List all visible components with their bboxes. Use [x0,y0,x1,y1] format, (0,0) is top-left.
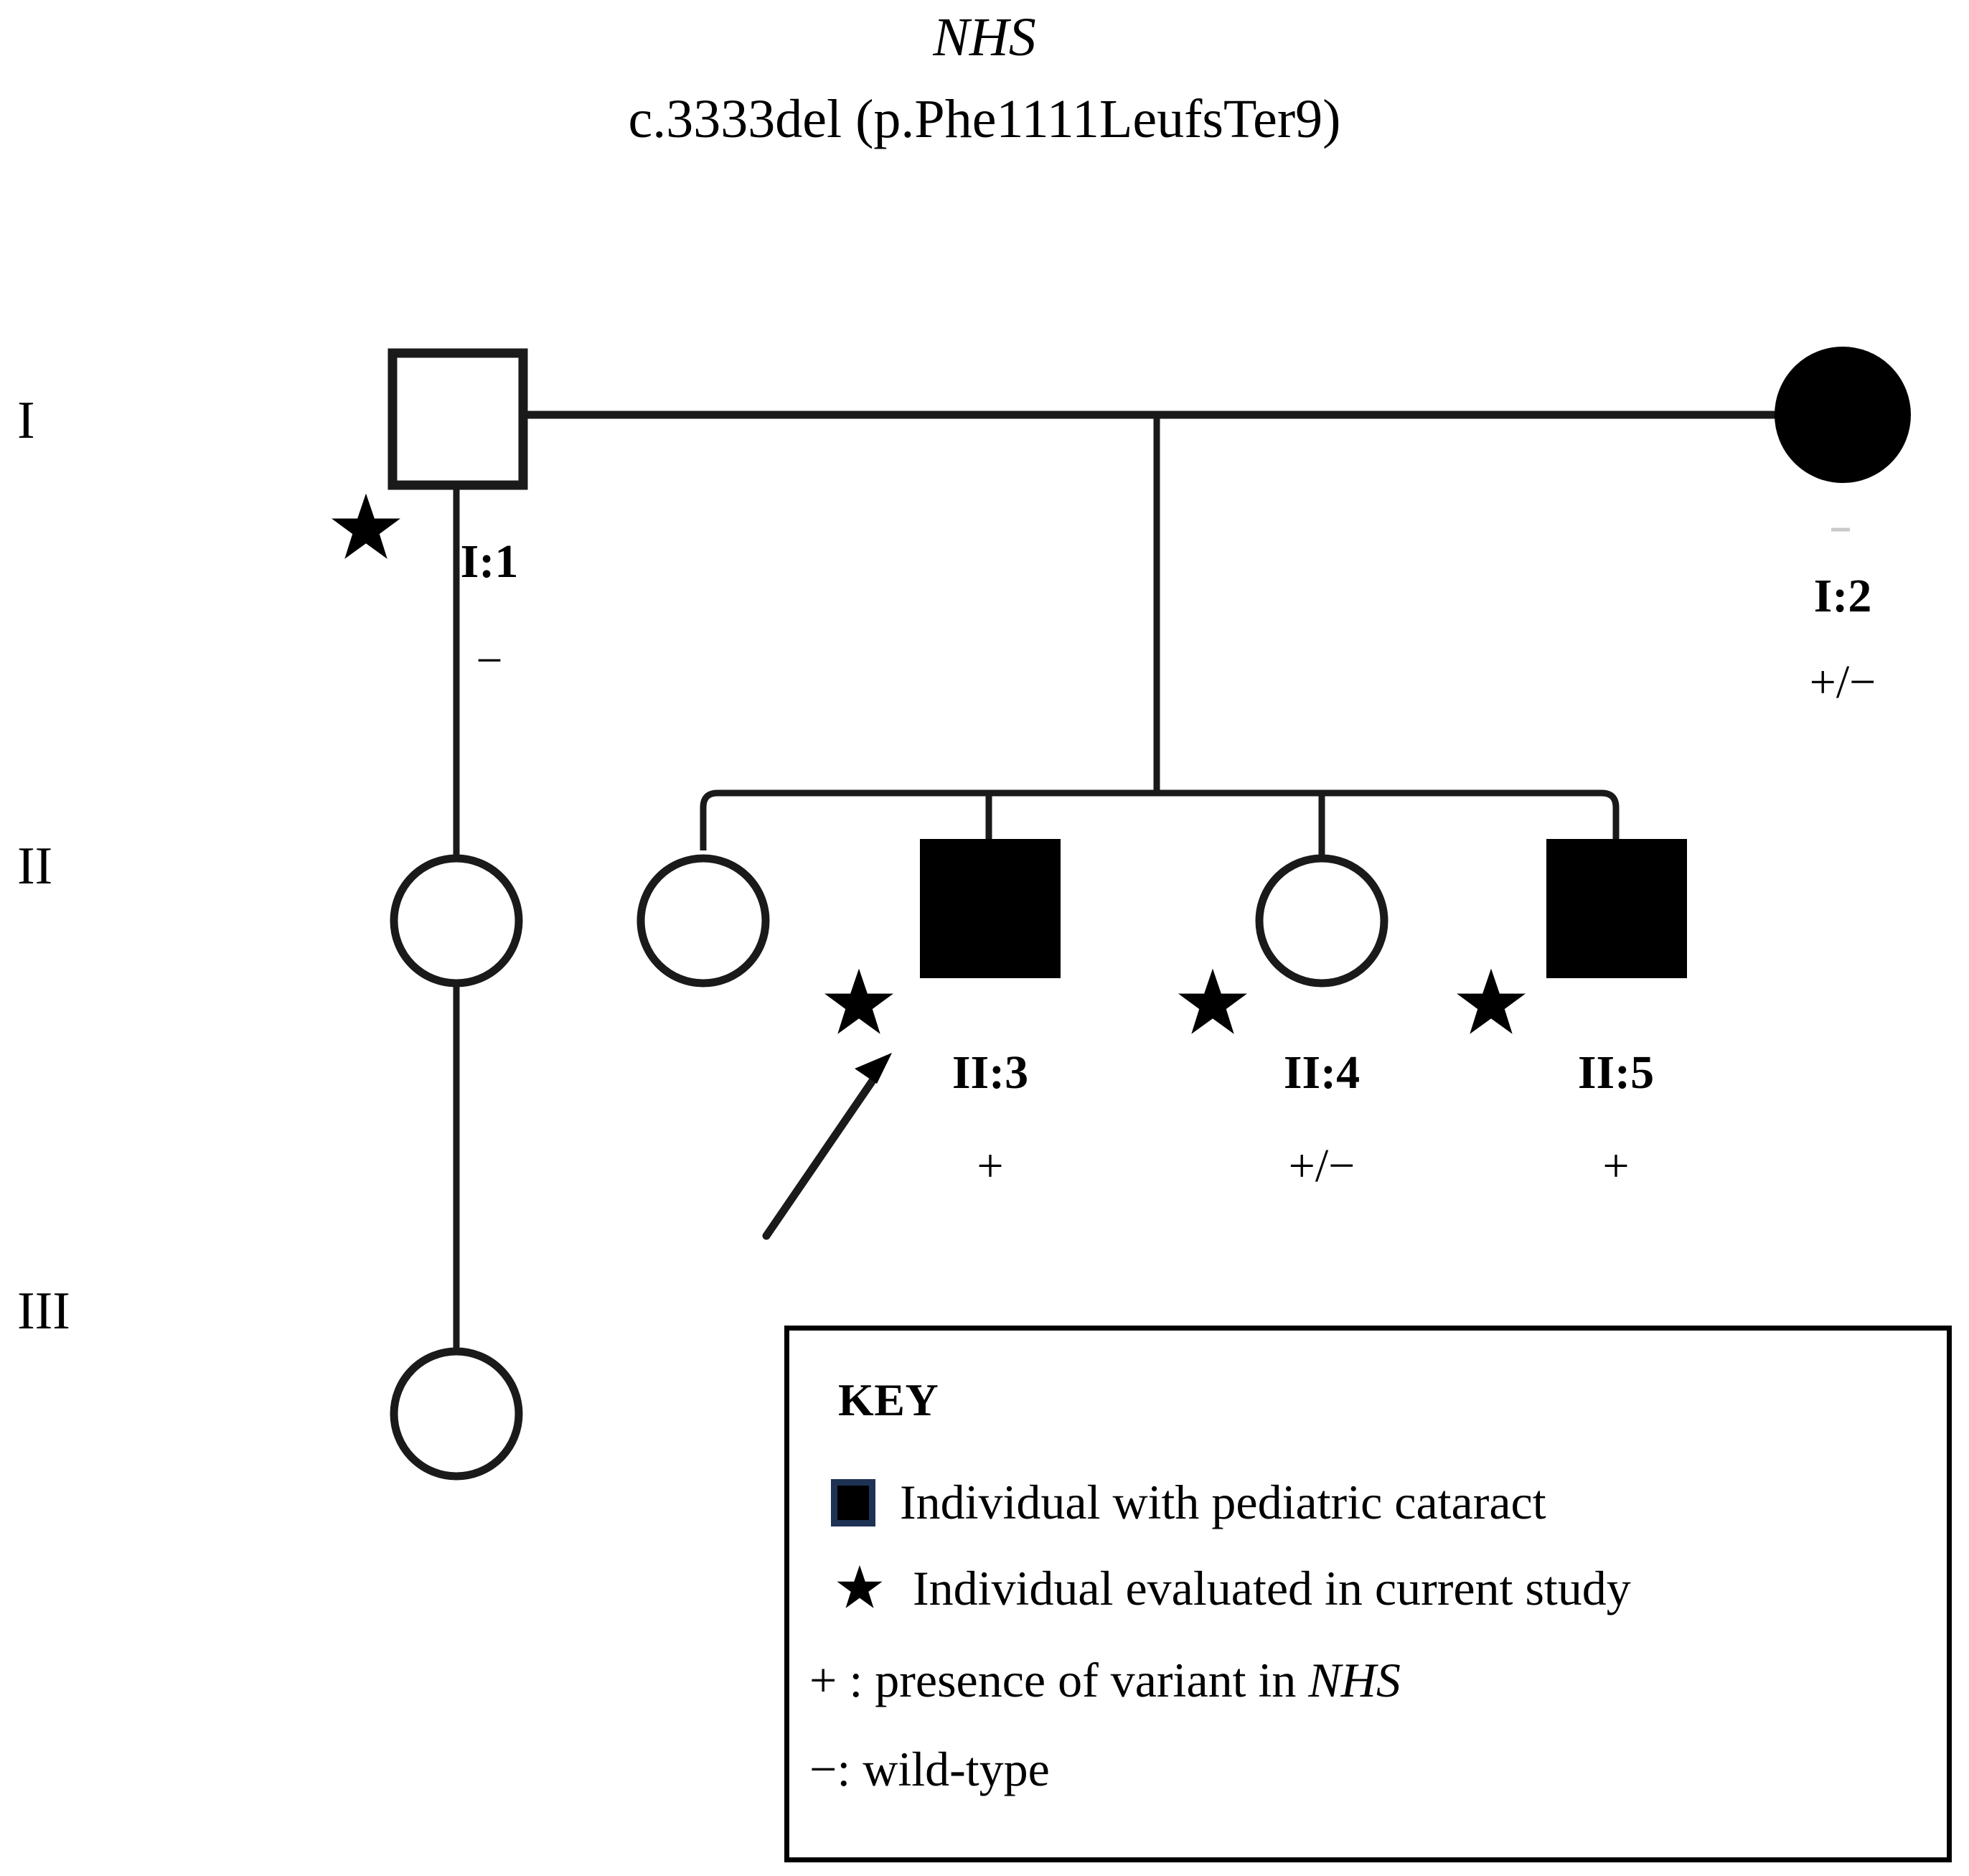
individual-id-II3: II:3 [951,1046,1029,1099]
filled-square-icon [831,1478,875,1526]
individual-genotype-II3: + [977,1140,1004,1192]
generation-label-II: II [17,837,53,896]
individual-symbol-II3-square-filled[interactable] [920,839,1061,978]
key-row-affected-label: Individual with pediatric cataract [900,1475,1546,1529]
individual-id-II4: II:4 [1283,1046,1361,1099]
star-icon-key [837,1565,883,1608]
individual-symbol-III1-circle[interactable] [390,1347,523,1481]
individual-id-I2: I:2 [1813,570,1872,622]
individual-symbol-II1-circle[interactable] [390,854,523,988]
individual-genotype-I1: − [476,634,503,687]
star-icon-I1 [332,493,400,559]
individual-symbol-I2-circle-filled[interactable] [1775,347,1911,483]
individual-symbol-II4-circle[interactable] [1255,854,1388,988]
individual-genotype-II5: + [1602,1140,1630,1192]
key-row-affected: Individual with pediatric cataract [831,1474,1546,1531]
individual-symbol-I1-square[interactable] [387,348,528,490]
key-line-plus-text: + : presence of variant in [809,1653,1309,1707]
individual-symbol-II2-circle[interactable] [636,854,770,988]
star-icon-II3 [824,968,893,1034]
key-line-plus-gene: NHS [1308,1653,1401,1707]
proband-arrow-II3 [762,1053,892,1240]
individual-genotype-II4: +/− [1288,1140,1355,1192]
key-title: KEY [838,1374,939,1425]
key-legend-box: KEY Individual with pediatric cataract I… [784,1326,1952,1862]
generation-label-I: I [17,391,35,450]
individual-id-I1: I:1 [460,535,519,588]
figure-title-gene: NHS [933,7,1036,67]
key-row-evaluated-label: Individual evaluated in current study [913,1561,1631,1615]
sibship-bar [700,789,1620,850]
star-icon-II5 [1457,968,1526,1034]
individual-id-II5: II:5 [1577,1046,1655,1099]
star-icon-II4 [1178,968,1247,1034]
individual-symbol-II5-square-filled[interactable] [1546,839,1687,978]
key-row-evaluated: Individual evaluated in current study [831,1560,1631,1617]
key-line-plus: + : presence of variant in NHS [809,1652,1401,1709]
figure-title-variant: c.3333del (p.Phe1111LeufsTer9) [628,89,1341,149]
key-line-minus: −: wild-type [809,1742,1050,1796]
generation-label-III: III [17,1282,70,1341]
individual-genotype-I2: +/− [1809,656,1876,708]
